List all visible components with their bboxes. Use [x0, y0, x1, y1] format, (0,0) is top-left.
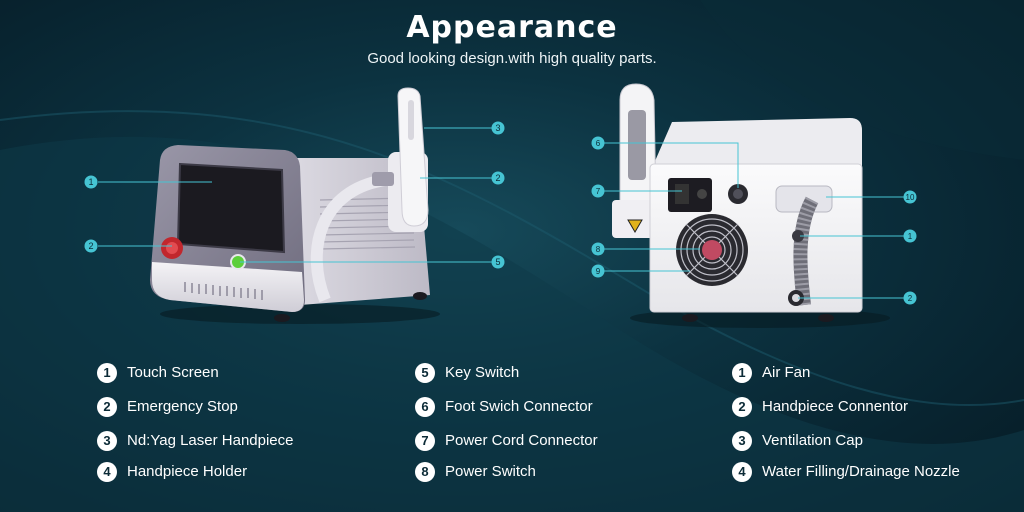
legend-label: Air Fan: [762, 364, 811, 381]
legend-label: Key Switch: [445, 364, 520, 381]
legend-number: 2: [97, 397, 117, 417]
legend-number: 8: [415, 462, 435, 482]
front-callout-5: 5: [495, 257, 500, 267]
legend-label: Touch Screen: [127, 364, 219, 381]
legend-label: Power Switch: [445, 463, 536, 480]
front-callout-3: 3: [495, 123, 500, 133]
legend-number: 4: [97, 462, 117, 482]
legend-number: 3: [97, 431, 117, 451]
back-callout-10: 10: [906, 193, 915, 202]
front-callout-4: 2: [495, 173, 500, 183]
legend-number: 3: [732, 431, 752, 451]
legend-number: 6: [415, 397, 435, 417]
front-callout-markers: [84, 121, 505, 269]
legend-number: 1: [732, 363, 752, 383]
legend-label: Water Filling/Drainage Nozzle: [762, 463, 960, 480]
back-callout-9: 9: [596, 267, 601, 276]
back-device: [612, 83, 890, 328]
front-callout-1: 1: [88, 177, 93, 187]
page-subtitle: Good looking design.with high quality pa…: [367, 50, 657, 67]
back-callout-6: 6: [596, 139, 601, 148]
back-callout-8: 8: [596, 245, 601, 254]
front-device: [150, 87, 440, 324]
legend-label: Handpiece Holder: [127, 463, 248, 480]
back-callout-7: 7: [596, 187, 601, 196]
legend-label: Nd:Yag Laser Handpiece: [127, 432, 294, 449]
legend-number: 7: [415, 431, 435, 451]
legend-label: Ventilation Cap: [762, 432, 863, 449]
front-callout-2: 2: [88, 241, 93, 251]
legend-number: 1: [97, 363, 117, 383]
back-callout-2: 2: [908, 294, 913, 303]
legend-label: Emergency Stop: [127, 398, 238, 415]
back-callout-markers: [591, 136, 917, 305]
legend-label: Handpiece Connentor: [762, 398, 908, 415]
page-title: Appearance: [406, 10, 618, 45]
legend-number: 5: [415, 363, 435, 383]
legend-label: Foot Swich Connector: [445, 398, 593, 415]
legend-number: 4: [732, 462, 752, 482]
back-callout-1: 1: [908, 232, 913, 241]
legend-label: Power Cord Connector: [445, 432, 598, 449]
legend-number: 2: [732, 397, 752, 417]
